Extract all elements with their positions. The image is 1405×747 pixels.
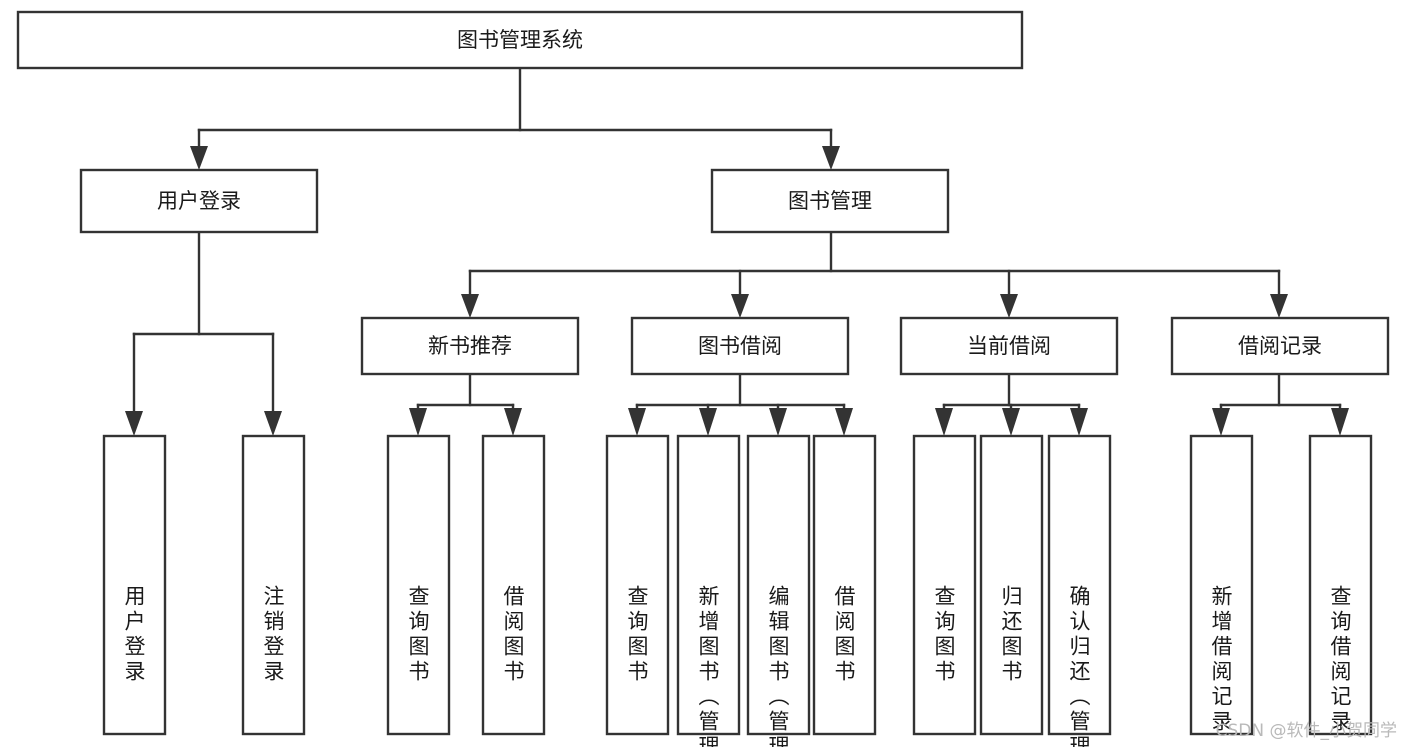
leaf-node-record-add[interactable]: 新增借阅记录: [1189, 434, 1254, 736]
arrow-head-record-leaf-1: [1212, 408, 1230, 436]
leaf-record-add-label: 新增借阅记录: [1209, 585, 1233, 735]
node-current-borrow[interactable]: 当前借阅: [899, 316, 1119, 376]
leaf-current-return-label: 归还图书: [999, 585, 1023, 685]
node-book-borrow-label: 图书借阅: [698, 334, 782, 358]
leaf-borrow-edit-box: [746, 434, 811, 736]
node-current-borrow-box: [899, 316, 1119, 376]
connector-group-record: [1212, 372, 1349, 436]
arrow-head-newbook-leaf-1: [409, 408, 427, 436]
arrow-head-current-leaf-2: [1002, 408, 1020, 436]
leaf-node-borrow-query[interactable]: 查询图书: [605, 434, 670, 736]
node-book-management[interactable]: 图书管理: [710, 168, 950, 234]
node-book-borrow-box: [630, 316, 850, 376]
node-book-management-label: 图书管理: [788, 189, 872, 213]
leaf-node-logout[interactable]: 注销登录: [241, 434, 306, 736]
leaf-node-borrow-add[interactable]: 新增图书（管理员）: [676, 434, 741, 747]
leaf-record-query-label: 查询借阅记录: [1328, 585, 1352, 735]
leaf-newbook-borrow-label: 借阅图书: [501, 585, 525, 685]
arrow-head-newbook-leaf-2: [504, 408, 522, 436]
leaf-current-query-label: 查询图书: [932, 585, 956, 685]
leaf-record-query-box: [1308, 434, 1373, 736]
arrow-head-to-new-book: [461, 294, 479, 318]
arrow-head-current-leaf-3: [1070, 408, 1088, 436]
leaf-current-query-box: [912, 434, 977, 736]
node-book-management-box: [710, 168, 950, 234]
leaf-borrow-book-box: [812, 434, 877, 736]
node-root-system[interactable]: 图书管理系统: [16, 10, 1024, 70]
node-user-login[interactable]: 用户登录: [79, 168, 319, 234]
arrow-head-to-book-mgmt: [822, 146, 840, 170]
leaf-node-borrow-edit[interactable]: 编辑图书（管理员）: [746, 434, 811, 747]
node-current-borrow-label: 当前借阅: [967, 334, 1051, 358]
arrow-head-borrow-leaf-1: [628, 408, 646, 436]
leaf-node-newbook-query[interactable]: 查询图书: [386, 434, 451, 736]
leaf-borrow-book-label: 借阅图书: [832, 585, 856, 685]
node-new-book-recommend-box: [360, 316, 580, 376]
arrow-head-user-leaf-1: [125, 411, 143, 436]
node-user-login-box: [79, 168, 319, 234]
node-new-book-recommend[interactable]: 新书推荐: [360, 316, 580, 376]
node-borrow-record[interactable]: 借阅记录: [1170, 316, 1390, 376]
connector-group-book-mgmt: [461, 230, 1288, 318]
arrow-head-to-record: [1270, 294, 1288, 318]
arrow-head-borrow-leaf-4: [835, 408, 853, 436]
leaf-borrow-query-box: [605, 434, 670, 736]
leaf-current-confirm-label: 确认归还（管理员）: [1067, 585, 1091, 747]
arrow-head-to-current: [1000, 294, 1018, 318]
arrow-head-to-user-login: [190, 146, 208, 170]
arrow-head-current-leaf-1: [935, 408, 953, 436]
leaf-node-current-return[interactable]: 归还图书: [979, 434, 1044, 736]
leaf-newbook-query-label: 查询图书: [406, 585, 430, 685]
node-root-label: 图书管理系统: [457, 28, 583, 52]
node-borrow-record-box: [1170, 316, 1390, 376]
leaf-current-return-box: [979, 434, 1044, 736]
leaf-newbook-borrow-box: [481, 434, 546, 736]
leaf-current-confirm-box: [1047, 434, 1112, 736]
connector-group-borrow: [628, 372, 853, 436]
leaf-borrow-edit-label: 编辑图书（管理员）: [766, 585, 790, 747]
leaf-borrow-add-box: [676, 434, 741, 736]
leaf-borrow-add-label: 新增图书（管理员）: [696, 585, 720, 747]
node-book-borrow[interactable]: 图书借阅: [630, 316, 850, 376]
leaf-node-record-query[interactable]: 查询借阅记录: [1308, 434, 1373, 736]
node-user-login-label: 用户登录: [157, 189, 241, 213]
connector-group-current: [935, 372, 1088, 436]
leaf-node-newbook-borrow[interactable]: 借阅图书: [481, 434, 546, 736]
connector-group-new-book: [409, 372, 522, 436]
connector-group-user-login: [125, 230, 282, 436]
leaf-node-current-confirm[interactable]: 确认归还（管理员）: [1047, 434, 1112, 747]
arrow-head-borrow-leaf-3: [769, 408, 787, 436]
node-borrow-record-label: 借阅记录: [1238, 334, 1322, 358]
arrow-head-borrow-leaf-2: [699, 408, 717, 436]
leaf-node-borrow-book[interactable]: 借阅图书: [812, 434, 877, 736]
node-root-box: [16, 10, 1024, 70]
leaf-record-add-box: [1189, 434, 1254, 736]
leaf-node-user-login[interactable]: 用户登录: [102, 434, 167, 736]
leaf-logout-box: [241, 434, 306, 736]
node-new-book-recommend-label: 新书推荐: [428, 334, 512, 358]
leaf-borrow-query-label: 查询图书: [625, 585, 649, 685]
arrow-head-to-borrow: [731, 294, 749, 318]
leaf-newbook-query-box: [386, 434, 451, 736]
connector-group-root: [190, 66, 840, 170]
leaf-user-login-box: [102, 434, 167, 736]
leaf-logout-label: 注销登录: [261, 585, 285, 685]
arrow-head-record-leaf-2: [1331, 408, 1349, 436]
leaf-user-login-label: 用户登录: [122, 585, 146, 685]
leaf-node-current-query[interactable]: 查询图书: [912, 434, 977, 736]
arrow-head-user-leaf-2: [264, 411, 282, 436]
